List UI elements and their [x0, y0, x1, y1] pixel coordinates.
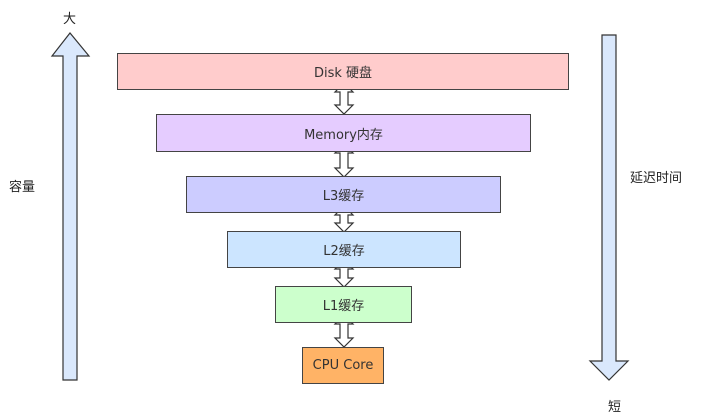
level-l1-cache: L1缓存 — [275, 286, 412, 323]
level-cpu-core: CPU Core — [302, 347, 384, 384]
level-l3-cache: L3缓存 — [186, 176, 501, 213]
capacity-arrow — [50, 32, 91, 381]
latency-arrow — [588, 34, 630, 381]
latency-label: 延迟时间 — [630, 171, 683, 186]
latency-bottom-label: 短 — [608, 400, 622, 415]
level-l2-cache: L2缓存 — [227, 231, 461, 268]
level-disk: Disk 硬盘 — [117, 53, 569, 90]
capacity-label: 容量 — [9, 180, 36, 195]
capacity-top-label: 大 — [63, 12, 77, 27]
level-memory: Memory内存 — [156, 114, 531, 152]
